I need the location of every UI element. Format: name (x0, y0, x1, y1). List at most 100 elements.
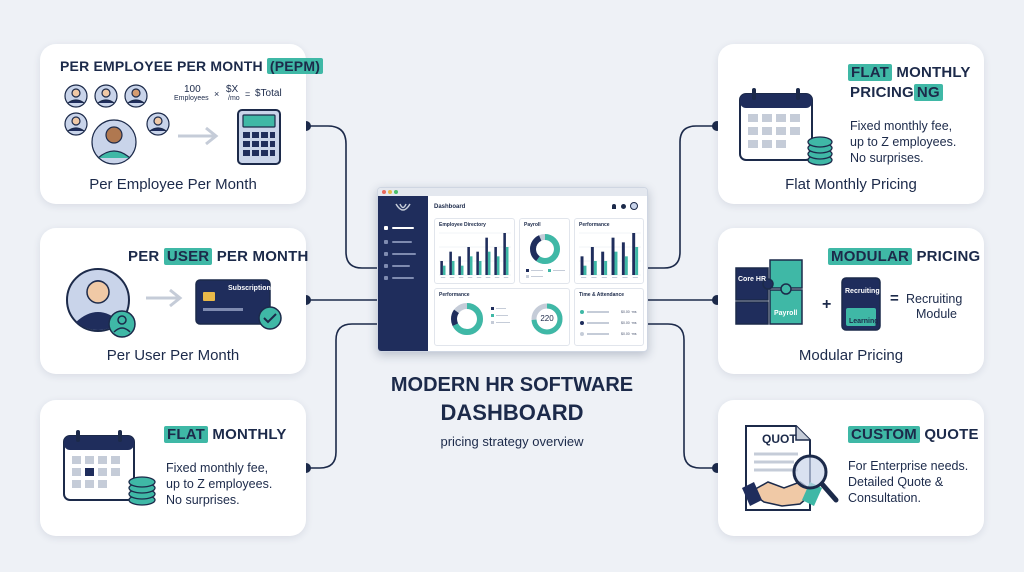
custom-desc-3: Consultation. (848, 491, 921, 505)
time-row-bar (587, 311, 609, 313)
panel-payroll-title: Payroll (524, 222, 541, 228)
chart-bar (583, 265, 587, 275)
chart-bar (614, 251, 618, 275)
tick-label (485, 277, 491, 278)
chart-bar (485, 237, 488, 275)
legend-swatch (491, 314, 494, 317)
connector-dot-flat-right (712, 121, 722, 131)
window-titlebar (378, 188, 647, 196)
chart-bar (590, 247, 594, 275)
connector-pepm (306, 125, 377, 269)
connector-flat-right (648, 125, 717, 269)
chart-bar (601, 251, 605, 275)
tick-label (467, 277, 473, 278)
employee-directory-chart (439, 232, 511, 278)
legend-line (553, 270, 565, 271)
dashboard-mockup: Dashboard Employee Directory Payroll Per… (377, 187, 648, 352)
card-pupm: PER USER PER MONTH Subscription Per User… (40, 228, 309, 374)
chart-bar (467, 247, 470, 275)
panel-performance-bottom-title: Performance (439, 292, 470, 298)
calendar-coins-icon (63, 430, 156, 506)
legend-swatch (548, 269, 551, 272)
window-close-dot (382, 190, 386, 194)
chart-bar (451, 261, 455, 275)
panel-payroll: Payroll (519, 218, 570, 284)
window-minimize-dot (388, 190, 392, 194)
legend-line (496, 322, 510, 323)
profile-avatar[interactable] (630, 202, 638, 210)
chart-bar (442, 265, 446, 275)
quote-doc-label: QUOT (762, 432, 797, 446)
formula-times: × (214, 89, 220, 99)
sidebar-icon-3[interactable] (384, 252, 388, 256)
sidebar-item-1[interactable] (392, 227, 414, 229)
sidebar-icon-2[interactable] (384, 240, 388, 244)
time-row-value-3: $0.00 ·ms (621, 332, 637, 336)
flat-left-heading-highlight: FLAT (164, 426, 209, 443)
legend-line (496, 315, 508, 316)
flat-right-heading-post: MONTHLY (896, 64, 971, 81)
connector-custom (648, 323, 717, 469)
flat-right-desc-2: up to Z employees. (850, 135, 957, 149)
tick-label (601, 277, 607, 278)
legend-swatch (491, 321, 494, 324)
formula-count: 100 (184, 84, 201, 95)
tick-label (494, 277, 500, 278)
module-learning-label: Learning (849, 318, 879, 325)
sidebar-item-5[interactable] (392, 277, 414, 279)
flat-left-heading: FLAT MONTHLY (164, 426, 287, 443)
pupm-heading-post: PER MONTH (216, 248, 309, 265)
pupm-heading: PER USER PER MONTH (128, 248, 309, 265)
calendar-coins-icon (739, 88, 833, 166)
custom-desc-2: Detailed Quote & (848, 475, 944, 489)
sidebar-icon-4[interactable] (384, 264, 388, 268)
legend-line (531, 270, 543, 271)
panel-performance-top: Performance (574, 218, 644, 284)
pupm-heading-highlight: USER (163, 248, 213, 265)
card-modular: MODULAR PRICING Core HR Payroll + Recrui… (718, 228, 984, 374)
settings-icon[interactable] (621, 204, 626, 209)
chart-bar (503, 233, 506, 275)
connector-dot-custom (712, 463, 722, 473)
home-icon[interactable] (384, 226, 388, 230)
pepm-heading-highlight: (PEPM) (266, 58, 324, 74)
card-custom-quote: CUSTOM QUOTE QUOT For Enterprise needs. … (718, 400, 984, 536)
panel-time-title: Time & Attendance (579, 292, 625, 298)
sidebar-item-3[interactable] (392, 253, 416, 255)
chart-bar (621, 242, 625, 275)
tick-label (632, 277, 638, 278)
tick-label (503, 277, 509, 278)
module-recruiting-label: Recruiting (845, 288, 880, 295)
flat-right-desc-3: No surprises. (850, 151, 924, 165)
pepm-caption: Per Employee Per Month (89, 176, 257, 193)
sidebar-item-4[interactable] (392, 265, 410, 267)
notification-bell-icon[interactable] (612, 204, 616, 209)
credit-card-icon (195, 279, 282, 330)
custom-desc-1: For Enterprise needs. (848, 459, 969, 473)
tick-label (612, 277, 618, 278)
formula-total: $Total (255, 88, 282, 99)
chart-bar (469, 256, 473, 275)
legend-swatch (526, 269, 529, 272)
flat-left-desc-1: Fixed monthly fee, (166, 461, 269, 475)
custom-heading-highlight: CUSTOM (848, 426, 920, 443)
chart-bar (478, 261, 482, 275)
time-row-icon (580, 332, 584, 336)
chart-bar (611, 237, 615, 275)
performance-donut-chart (451, 303, 483, 335)
panel-employee-directory: Employee Directory (434, 218, 515, 284)
tick-label (449, 277, 455, 278)
sidebar-item-2[interactable] (392, 241, 412, 243)
connector-dot-pepm (301, 121, 311, 131)
logo-icon (395, 203, 411, 211)
people-group-icon (64, 84, 170, 165)
sidebar-icon-5[interactable] (384, 276, 388, 280)
dashboard-title: Dashboard (434, 204, 466, 210)
dashboard-sidebar (378, 196, 428, 351)
flat-left-desc-3: No surprises. (166, 493, 240, 507)
pupm-heading-pre: PER (128, 248, 160, 265)
performance-chart (579, 232, 641, 278)
tick-label (581, 277, 587, 278)
